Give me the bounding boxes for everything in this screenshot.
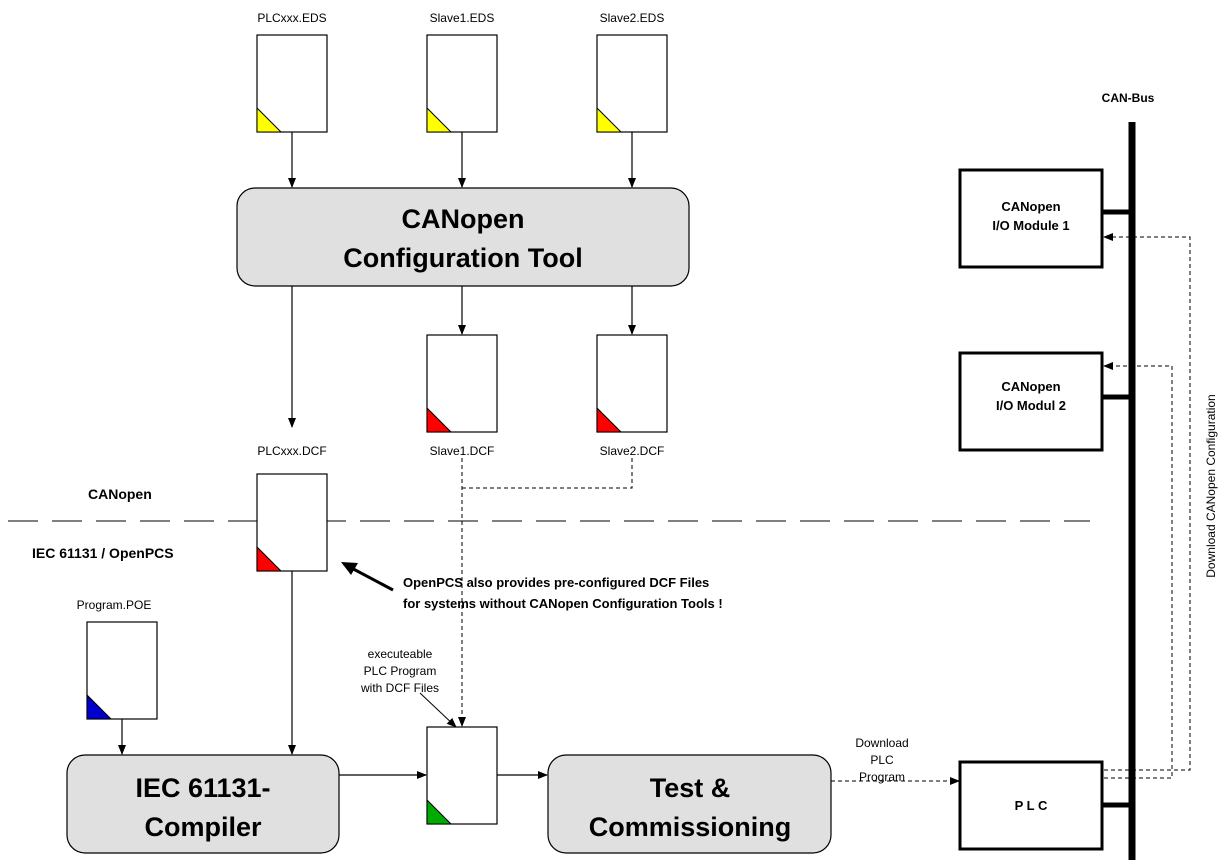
note-line2: for systems without CANopen Configuratio… xyxy=(403,596,723,611)
program-poe-corner xyxy=(86,693,113,720)
io-module-1-box xyxy=(958,168,1104,269)
slave1-eds-label: Slave1.EDS xyxy=(430,11,495,25)
exec-line3: with DCF Files xyxy=(360,681,439,695)
plc-dcf-corner xyxy=(256,545,283,572)
test-commissioning-box xyxy=(547,754,832,854)
exec-label-pointer xyxy=(419,692,457,728)
io-module-2-box xyxy=(958,351,1104,452)
plc-eds-label: PLCxxx.EDS xyxy=(257,11,326,25)
slave2-eds-label: Slave2.EDS xyxy=(600,11,665,25)
download-plc-line2: PLC xyxy=(870,753,894,767)
config-tool-box xyxy=(236,187,690,287)
plc-label: P L C xyxy=(1015,798,1048,813)
slave1-dcf-corner xyxy=(426,406,453,433)
exec-line1: executeable xyxy=(368,647,433,661)
download-plc-line3: Program xyxy=(859,770,905,784)
dashed-config-to-io1 xyxy=(1103,233,1191,771)
slave1-dcf-label: Slave1.DCF xyxy=(430,444,495,458)
executable-document xyxy=(426,726,498,825)
dashed-slave2-dcf-link xyxy=(462,458,633,489)
canopen-zone-label: CANopen xyxy=(88,486,152,502)
slave2-dcf-document xyxy=(596,334,668,433)
slave2-dcf-corner xyxy=(596,406,623,433)
can-bus-label: CAN-Bus xyxy=(1102,91,1155,105)
compiler-box xyxy=(66,754,340,854)
plc-dcf-label: PLCxxx.DCF xyxy=(257,444,326,458)
slave1-eds-document xyxy=(426,34,498,133)
exec-line2: PLC Program xyxy=(364,664,437,678)
config-tool-line2: Configuration Tool xyxy=(343,243,582,273)
plc-dcf-document xyxy=(256,473,328,572)
io1-line1: CANopen xyxy=(1001,199,1060,214)
program-poe-document xyxy=(86,621,158,720)
note-line1: OpenPCS also provides pre-configured DCF… xyxy=(403,575,709,590)
compiler-line2: Compiler xyxy=(144,812,262,842)
slave2-eds-corner xyxy=(596,106,623,133)
slave1-dcf-document xyxy=(426,334,498,433)
program-poe-label: Program.POE xyxy=(77,598,152,612)
test-line2: Commissioning xyxy=(589,812,792,842)
executable-corner xyxy=(426,798,453,825)
slave1-eds-corner xyxy=(426,106,453,133)
io2-line2: I/O Modul 2 xyxy=(996,398,1066,413)
iec-zone-label: IEC 61131 / OpenPCS xyxy=(32,545,174,561)
slave2-eds-document xyxy=(596,34,668,133)
dashed-config-to-io2 xyxy=(1103,362,1173,779)
plc-eds-corner xyxy=(256,106,283,133)
plc-eds-document xyxy=(256,34,328,133)
note-arrowhead xyxy=(341,562,358,575)
io1-line2: I/O Module 1 xyxy=(992,218,1069,233)
slave2-dcf-label: Slave2.DCF xyxy=(600,444,665,458)
download-plc-line1: Download xyxy=(855,736,908,750)
compiler-line1: IEC 61131- xyxy=(135,773,270,803)
config-tool-line1: CANopen xyxy=(402,204,525,234)
download-config-label: Download CANopen Configuration xyxy=(1204,394,1218,577)
io2-line1: CANopen xyxy=(1001,379,1060,394)
test-line1: Test & xyxy=(650,773,731,803)
